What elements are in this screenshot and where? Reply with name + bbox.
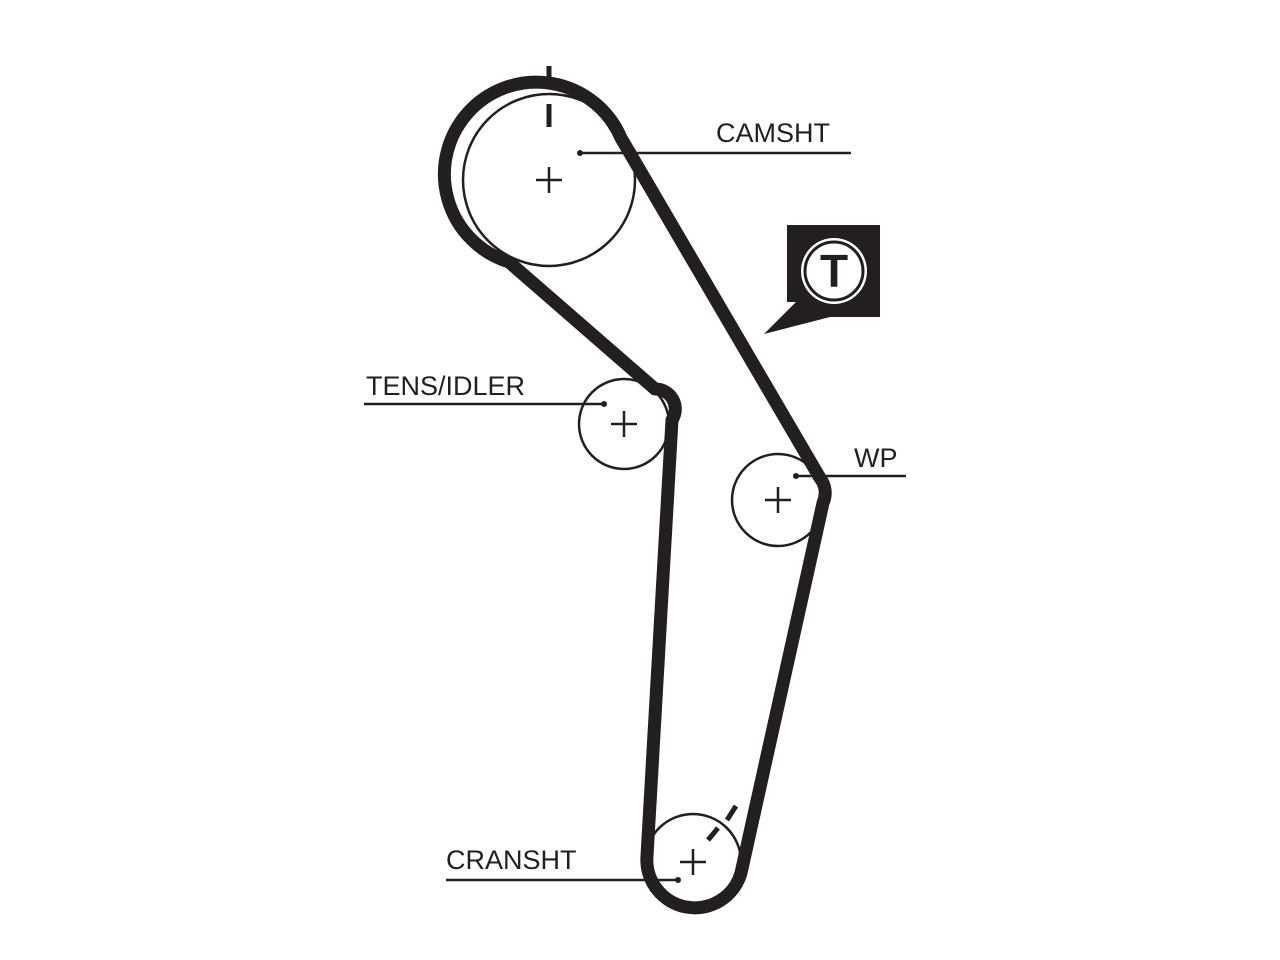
- badge-letter: T: [820, 245, 848, 297]
- timing-belt: [437, 75, 832, 915]
- water-pump-label: WP: [854, 443, 898, 473]
- tensioner-leader-line: [364, 401, 607, 407]
- tensioner-label: TENS/IDLER: [366, 371, 525, 401]
- tensioner-badge-icon: T: [764, 225, 880, 334]
- camshaft-leader-line: [577, 150, 851, 156]
- camshaft-label: CAMSHT: [716, 118, 830, 148]
- camshaft-center-plus-icon: [536, 167, 562, 193]
- crankshaft-timing-mark-icon: [706, 804, 739, 842]
- crankshaft-label: CRANSHT: [446, 845, 577, 875]
- camshaft-pulley: [461, 92, 637, 268]
- tensioner-center-plus-icon: [611, 411, 637, 437]
- crankshaft-leader-line: [446, 877, 681, 883]
- water-pump-leader-line: [793, 473, 906, 479]
- crankshaft-center-plus-icon: [680, 849, 706, 875]
- water-pump-center-plus-icon: [765, 487, 791, 513]
